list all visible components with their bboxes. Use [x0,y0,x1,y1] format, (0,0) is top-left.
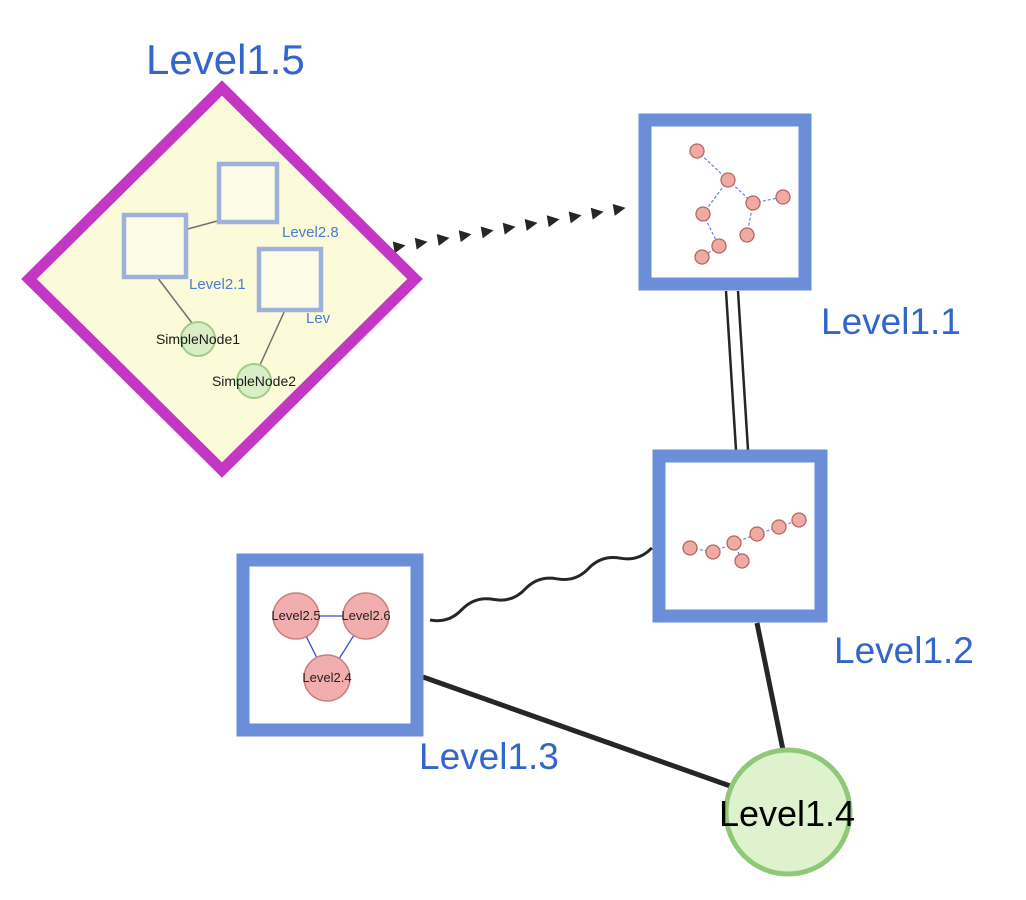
inner-edge [183,219,222,231]
inner-square-level2-8[interactable] [216,161,280,225]
edge-level11-level12[interactable] [724,290,750,451]
mini-node[interactable] [726,535,742,551]
group-node-level13[interactable]: Level2.5 Level2.6 Level2.4 [236,553,424,737]
edge-line [736,290,750,451]
group-node-level12[interactable] [652,449,828,623]
mini-node[interactable] [711,238,727,254]
mini-edge [712,542,735,553]
label-level15: Level1.5 [146,36,305,83]
node-level14[interactable]: Level1.4 [719,747,855,877]
group-node-level11[interactable] [638,113,812,291]
edge-line [724,290,738,451]
label-level13: Level1.3 [419,736,559,777]
mini-node[interactable] [705,544,721,560]
edge-level13-level14[interactable] [422,674,734,790]
mini-node[interactable] [689,143,705,159]
label-level14: Level1.4 [719,793,855,834]
mini-node[interactable] [694,249,710,265]
group-square-shape[interactable] [236,553,424,737]
diamond-shape[interactable] [21,80,423,478]
simple-node-label: SimpleNode2 [212,373,296,389]
inner-square-lev[interactable] [256,246,324,313]
mini-node[interactable] [734,553,750,569]
inner-edge [156,276,193,324]
circle-shape[interactable] [723,747,853,877]
mini-node[interactable] [791,512,807,528]
level11-subgraph [689,143,791,265]
group-node-level15[interactable]: Level2.8 Level2.1 Lev SimpleNode1 Simple… [21,80,423,478]
mini-node[interactable] [745,195,761,211]
group-square-shape[interactable] [638,113,812,291]
mini-node[interactable] [749,526,765,542]
group-square-shape[interactable] [652,449,828,623]
edge-level13-level12[interactable] [429,546,653,623]
inner-square-label: Lev [306,310,331,327]
mini-edge [689,547,714,553]
mini-node[interactable] [775,189,791,205]
simple-node-1[interactable] [180,321,216,357]
simple-node-label: SimpleNode1 [156,331,240,347]
mini-node[interactable] [695,206,711,222]
mini-node[interactable] [682,540,698,556]
edge-level12-level14[interactable] [754,622,786,751]
child-node-label: Level2.5 [271,608,320,623]
mini-node[interactable] [771,519,787,535]
child-node-label: Level2.6 [341,608,390,623]
inner-square-level2-1[interactable] [121,212,189,280]
child-node-label: Level2.4 [302,670,351,685]
simple-node-2[interactable] [236,363,272,399]
child-node-level2-5[interactable] [272,592,320,640]
mini-edge [756,526,780,535]
level12-subgraph [682,512,807,569]
child-node-level2-6[interactable] [342,592,390,640]
child-node-level2-4[interactable] [303,654,351,702]
inner-edge [259,309,286,366]
label-level12: Level1.2 [834,630,974,671]
level13-subgraph: Level2.5 Level2.6 Level2.4 [271,592,391,702]
mini-node[interactable] [739,227,755,243]
mini-node[interactable] [720,172,736,188]
inner-square-label: Level2.8 [282,224,339,241]
inner-square-label: Level2.1 [189,276,246,293]
edge-level15-level11[interactable] [392,204,626,254]
label-level11: Level1.1 [821,301,961,342]
